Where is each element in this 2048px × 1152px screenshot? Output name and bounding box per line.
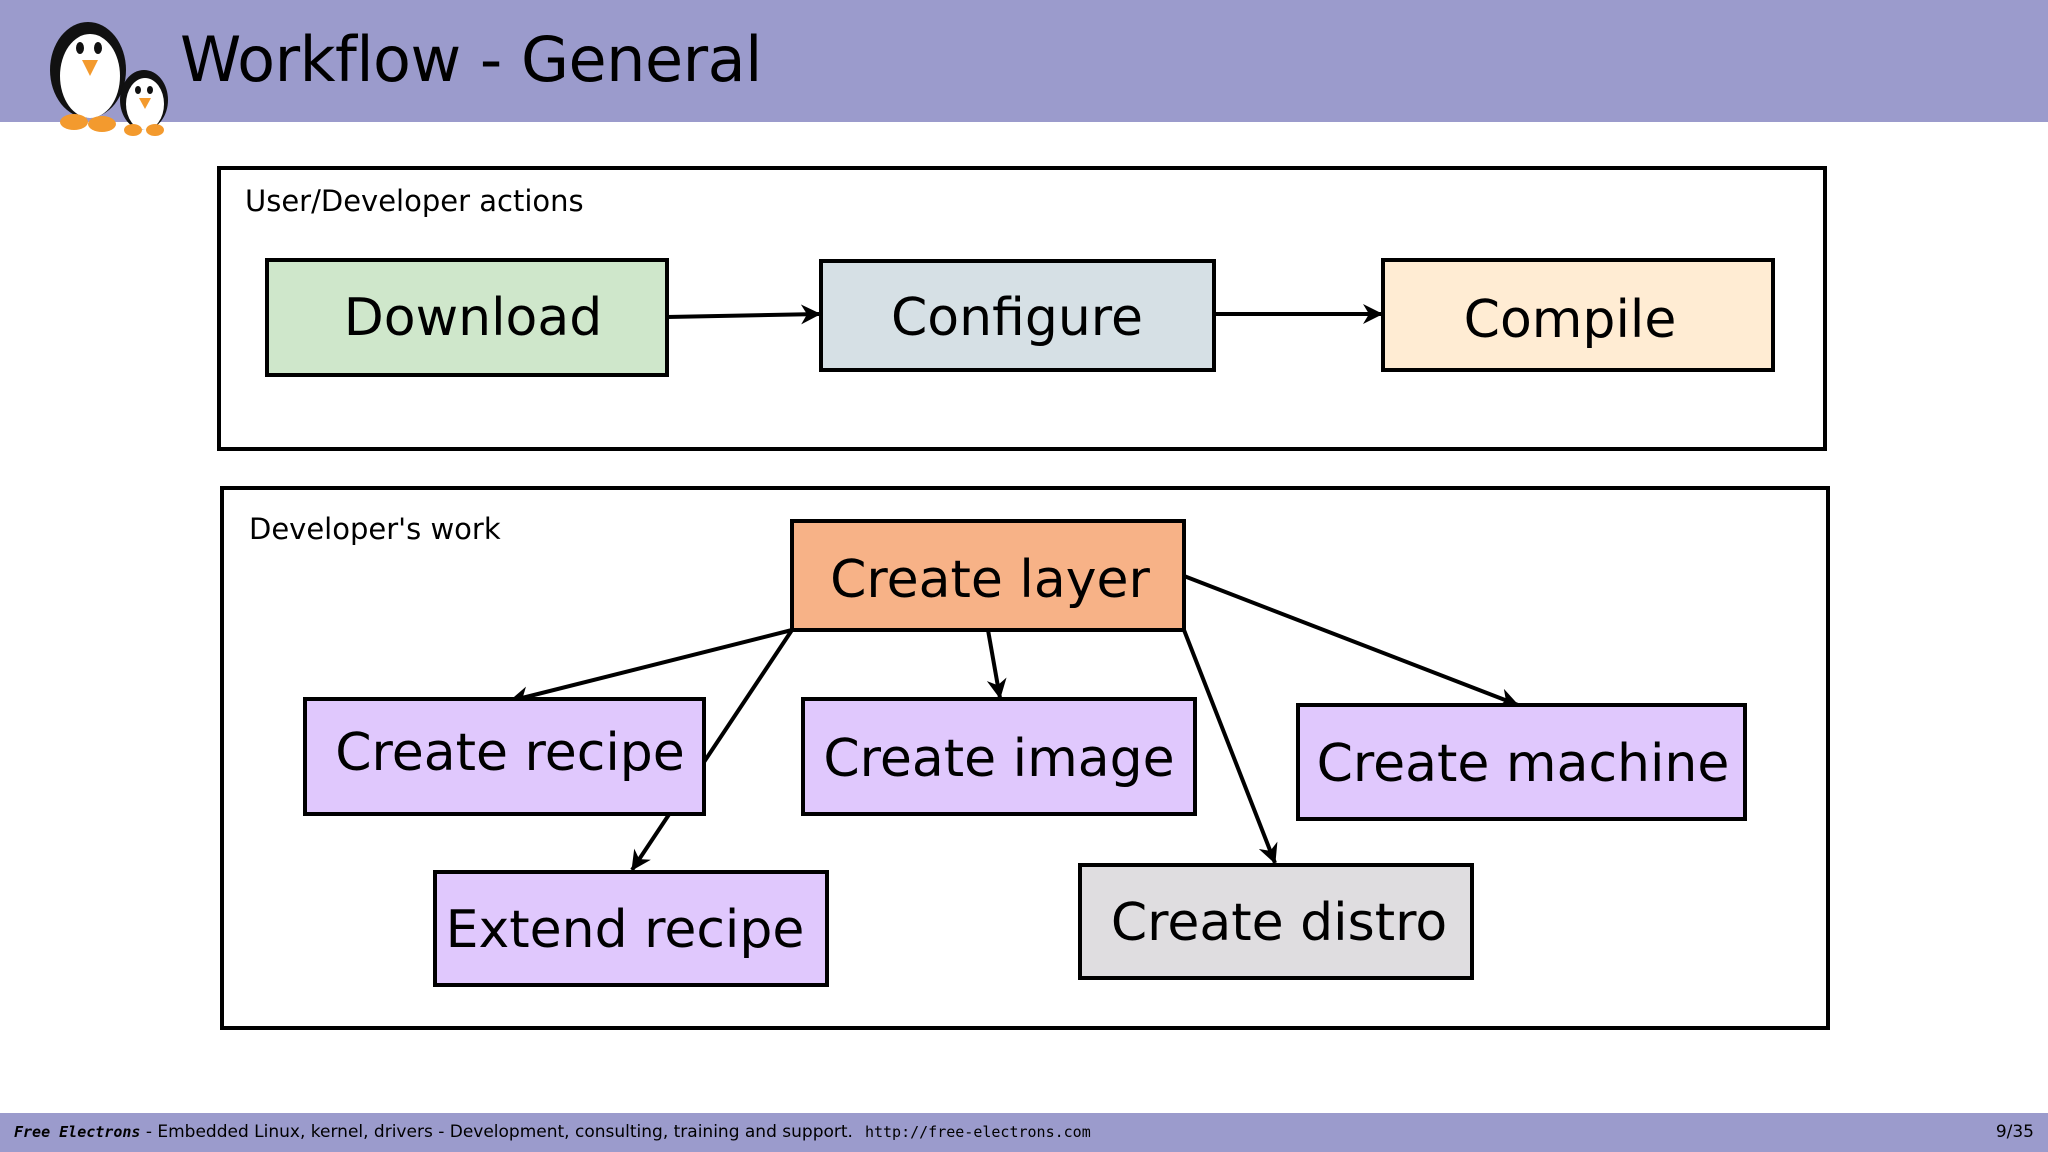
group-dev-label: Developer's work (249, 512, 501, 546)
node-download: Download (265, 258, 669, 377)
edge-download-configure (666, 304, 821, 325)
node-create-recipe-label: Create recipe (335, 723, 685, 783)
node-extend-recipe-label: Extend recipe (446, 900, 805, 960)
node-create-distro: Create distro (1078, 863, 1474, 980)
node-compile-label: Compile (1464, 290, 1677, 350)
footer-text: Free Electrons - Embedded Linux, kernel,… (14, 1113, 1091, 1152)
group-user-frame (217, 166, 1827, 451)
node-configure-label: Configure (891, 288, 1143, 348)
footer-url[interactable]: http://free-electrons.com (864, 1123, 1091, 1141)
node-create-machine-label: Create machine (1317, 734, 1730, 794)
node-configure: Configure (819, 259, 1216, 372)
footer-tagline: - Embedded Linux, kernel, drivers - Deve… (140, 1122, 853, 1142)
node-compile: Compile (1381, 258, 1775, 372)
node-create-recipe: Create recipe (303, 697, 706, 816)
edge-layer-create-recipe (509, 628, 793, 707)
node-create-image: Create image (801, 697, 1197, 816)
group-dev-frame (220, 486, 1830, 1030)
node-create-layer: Create layer (790, 519, 1186, 632)
footer-brand: Free Electrons (14, 1123, 141, 1141)
node-create-layer-label: Create layer (830, 550, 1150, 610)
penguin-logo-icon (50, 22, 168, 136)
edge-layer-extend-recipe (630, 628, 794, 872)
page-title: Workflow - General (180, 23, 762, 96)
node-download-label: Download (344, 288, 602, 348)
node-extend-recipe: Extend recipe (433, 870, 829, 987)
page-number: 9/35 (1995, 1122, 2034, 1142)
node-create-image-label: Create image (823, 729, 1174, 789)
edge-layer-create-distro (1182, 629, 1278, 864)
footer-bar: Free Electrons - Embedded Linux, kernel,… (0, 1113, 2048, 1152)
header-bar (0, 0, 2048, 122)
edge-layer-create-image (986, 629, 1007, 699)
group-user-label: User/Developer actions (245, 184, 584, 218)
node-create-machine: Create machine (1296, 703, 1747, 821)
edge-layer-create-machine (1183, 574, 1519, 708)
node-create-distro-label: Create distro (1111, 893, 1447, 953)
